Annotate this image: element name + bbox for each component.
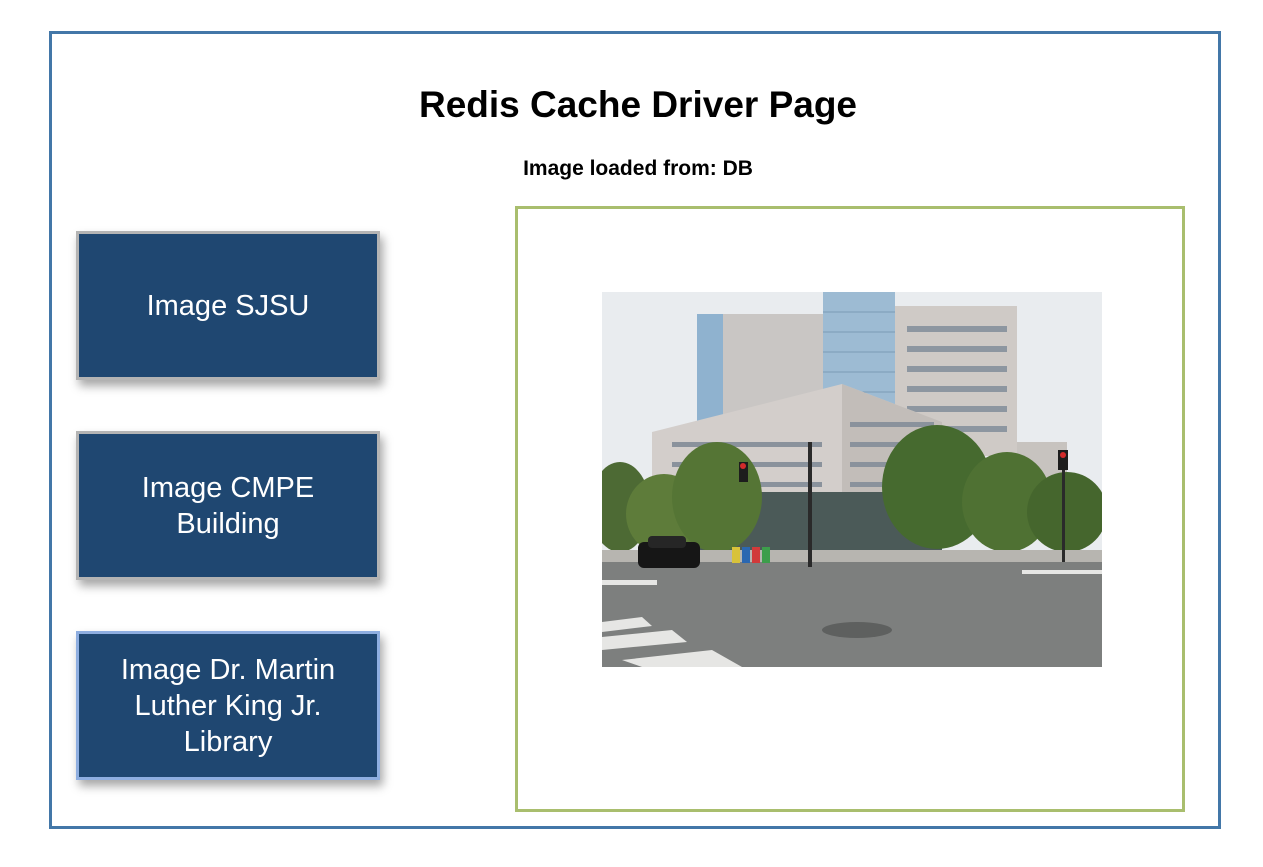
campus-building-photo xyxy=(602,292,1102,667)
image-mlk-library-button-label: Image Dr. Martin Luther King Jr. Library xyxy=(120,653,336,758)
main-frame: Redis Cache Driver Page Image loaded fro… xyxy=(49,31,1221,829)
image-source-status: Image loaded from: DB xyxy=(523,157,753,180)
image-display-panel xyxy=(515,206,1185,812)
image-sjsu-button-label: Image SJSU xyxy=(146,289,310,322)
image-mlk-library-button[interactable]: Image Dr. Martin Luther King Jr. Library xyxy=(76,631,380,780)
image-cmpe-building-button-label: Image CMPE Building xyxy=(141,471,315,540)
image-sjsu-button[interactable]: Image SJSU xyxy=(76,231,380,380)
page-title: Redis Cache Driver Page xyxy=(418,84,858,125)
image-cmpe-building-button[interactable]: Image CMPE Building xyxy=(76,431,380,580)
